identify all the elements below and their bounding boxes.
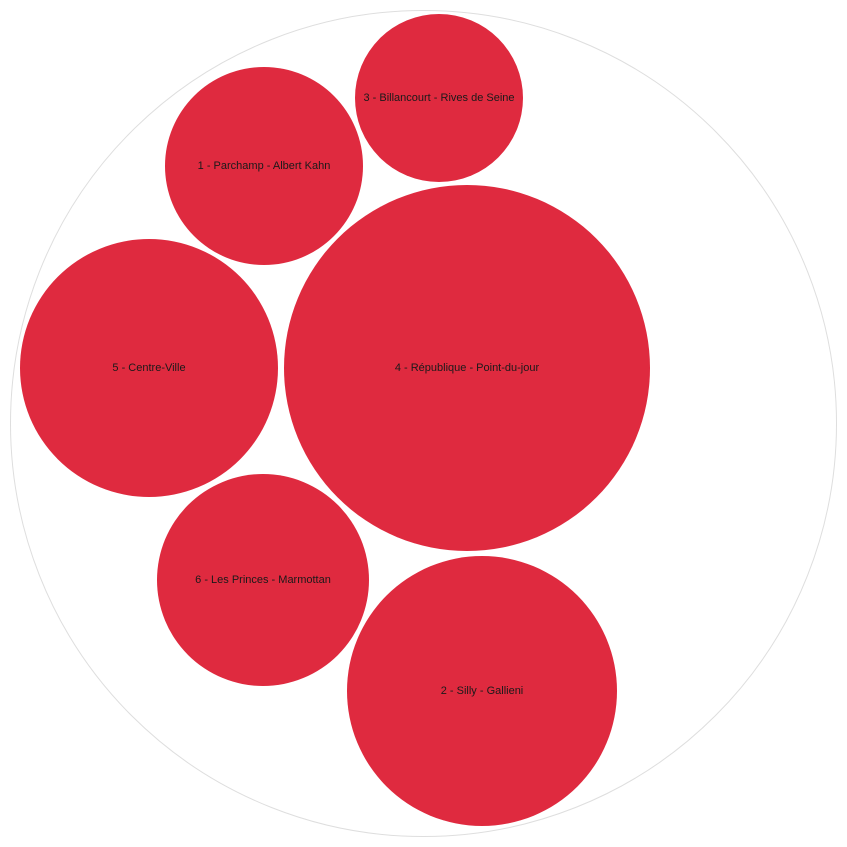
bubble-label-6: 6 - Les Princes - Marmottan — [195, 574, 331, 586]
bubble-label-5: 5 - Centre-Ville — [112, 362, 185, 374]
bubble-5[interactable] — [20, 239, 278, 497]
bubble-group: 1 - Parchamp - Albert Kahn 2 - Silly - Ga… — [20, 14, 650, 826]
bubble-label-4: 4 - République - Point-du-jour — [395, 362, 540, 374]
bubble-2[interactable] — [347, 556, 617, 826]
bubble-3[interactable] — [355, 14, 523, 182]
bubble-label-3: 3 - Billancourt - Rives de Seine — [363, 92, 514, 104]
bubble-label-2: 2 - Silly - Gallieni — [441, 685, 524, 697]
bubble-4[interactable] — [284, 185, 650, 551]
bubble-6[interactable] — [157, 474, 369, 686]
enclosing-circle — [10, 10, 837, 837]
bubble-1[interactable] — [165, 67, 363, 265]
bubble-label-1: 1 - Parchamp - Albert Kahn — [198, 160, 331, 172]
